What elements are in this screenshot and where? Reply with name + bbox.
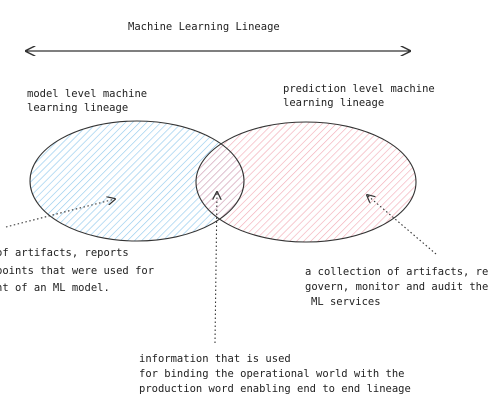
right-callout-text: a collection of artifacts, re govern, mo… bbox=[305, 266, 495, 308]
model-level-ellipse-fill bbox=[30, 121, 244, 241]
prediction-level-ellipse bbox=[195, 121, 417, 243]
diagram-title: Machine Learning Lineage bbox=[128, 21, 280, 33]
prediction-level-ellipse-fill bbox=[196, 122, 416, 242]
prediction-level-label: prediction level machine learning lineag… bbox=[283, 83, 441, 109]
left-callout-text: of artifacts, reports points that were u… bbox=[0, 247, 160, 294]
model-level-label: model level machine learning lineage bbox=[27, 88, 153, 114]
bottom-callout-arrow bbox=[215, 192, 217, 344]
right-callout-arrow bbox=[367, 195, 437, 255]
left-callout-arrow bbox=[5, 199, 115, 228]
bottom-callout-text: information that is used for binding the… bbox=[139, 353, 411, 395]
model-level-ellipse bbox=[29, 120, 245, 242]
